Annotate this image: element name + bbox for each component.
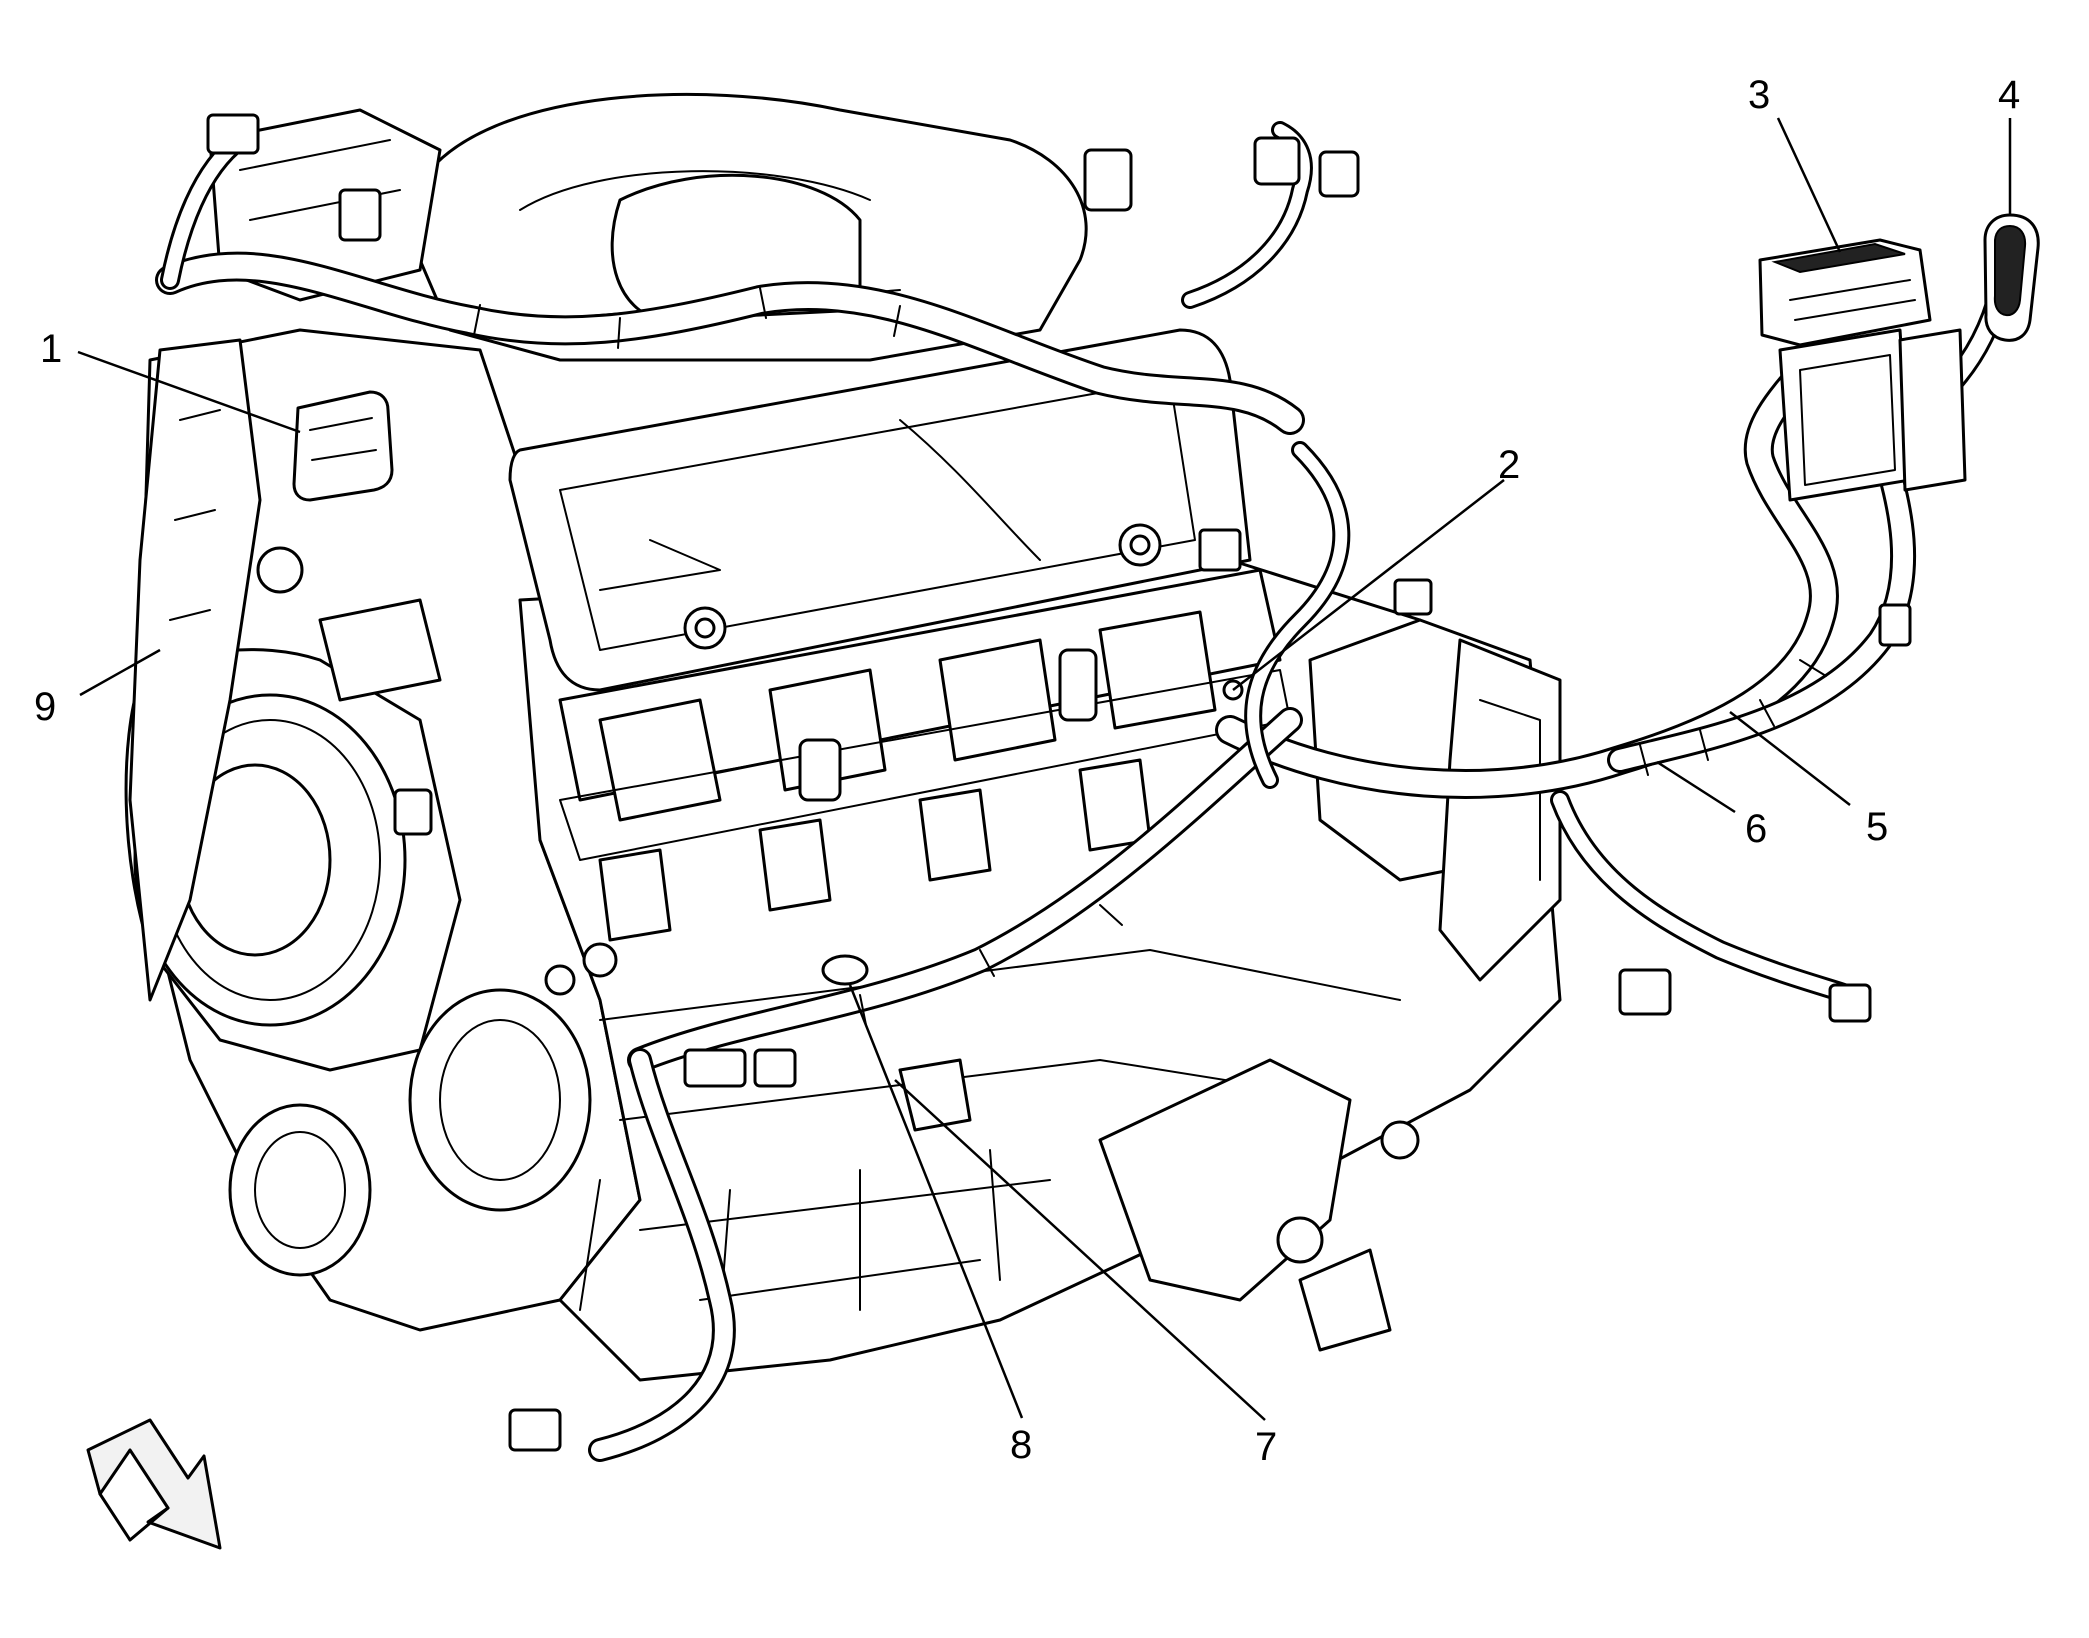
mount-bracket (1098, 618, 1562, 1352)
bell-housing (128, 338, 262, 1002)
connector-1 (292, 390, 394, 502)
callout-2: 2 (1498, 443, 1520, 487)
callout-7: 7 (1255, 1425, 1277, 1469)
callout-3: 3 (1748, 73, 1770, 117)
intake-plenum-cover (208, 92, 1088, 362)
callout-5: 5 (1866, 805, 1888, 849)
connector-4 (1983, 213, 2040, 342)
callout-6: 6 (1745, 807, 1767, 851)
callout-1: 1 (40, 327, 62, 371)
sensor-8 (821, 954, 869, 986)
harness-connectors (206, 113, 1912, 1452)
valve-cover (508, 328, 1252, 692)
connector-3 (1758, 238, 1967, 502)
view-direction-arrow-icon (86, 1418, 222, 1550)
callout-4: 4 (1998, 73, 2020, 117)
callout-8: 8 (1010, 1423, 1032, 1467)
sensor-7 (898, 1058, 972, 1132)
leader-lines (77, 117, 2012, 1421)
callout-labels: 1 2 3 4 5 6 7 8 9 (34, 73, 2020, 1469)
callout-9: 9 (34, 685, 56, 729)
